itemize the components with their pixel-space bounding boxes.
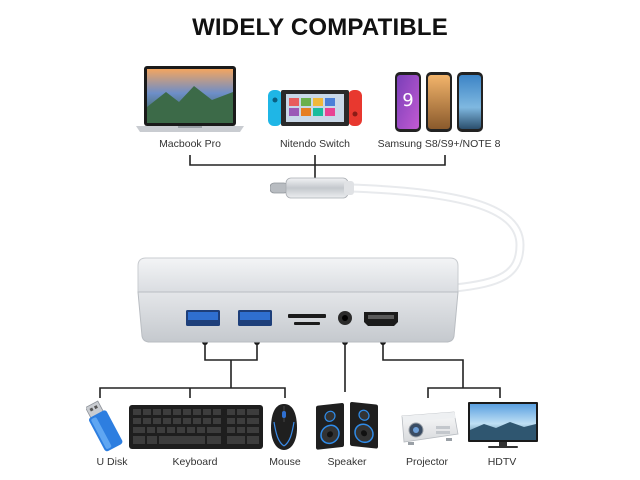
keyboard-icon bbox=[128, 404, 264, 450]
device-label-samsung: Samsung S8/S9+/NOTE 8 bbox=[377, 138, 501, 150]
device-label-hdtv: HDTV bbox=[487, 456, 517, 468]
svg-text:9: 9 bbox=[402, 90, 413, 111]
usb-hub-body bbox=[128, 252, 466, 344]
device-label-udisk: U Disk bbox=[96, 456, 128, 468]
usb-drive-icon bbox=[86, 398, 126, 452]
smartphones-icon: 9 bbox=[393, 70, 485, 134]
device-label-projector: Projector bbox=[405, 456, 448, 468]
usb-c-plug-icon bbox=[270, 175, 354, 201]
device-label-mouse: Mouse bbox=[269, 456, 301, 468]
mouse-icon bbox=[268, 402, 300, 452]
device-label-speaker: Speaker bbox=[327, 456, 367, 468]
laptop-icon bbox=[134, 62, 246, 136]
device-label-switch: Nitendo Switch bbox=[279, 138, 351, 150]
tv-icon bbox=[466, 400, 540, 450]
game-console-icon bbox=[268, 88, 362, 128]
projector-icon bbox=[396, 404, 460, 448]
device-label-macbook: Macbook Pro bbox=[159, 138, 221, 150]
speaker-icon bbox=[314, 396, 380, 452]
page-title: WIDELY COMPATIBLE bbox=[192, 14, 448, 41]
device-label-keyboard: Keyboard bbox=[172, 456, 218, 468]
